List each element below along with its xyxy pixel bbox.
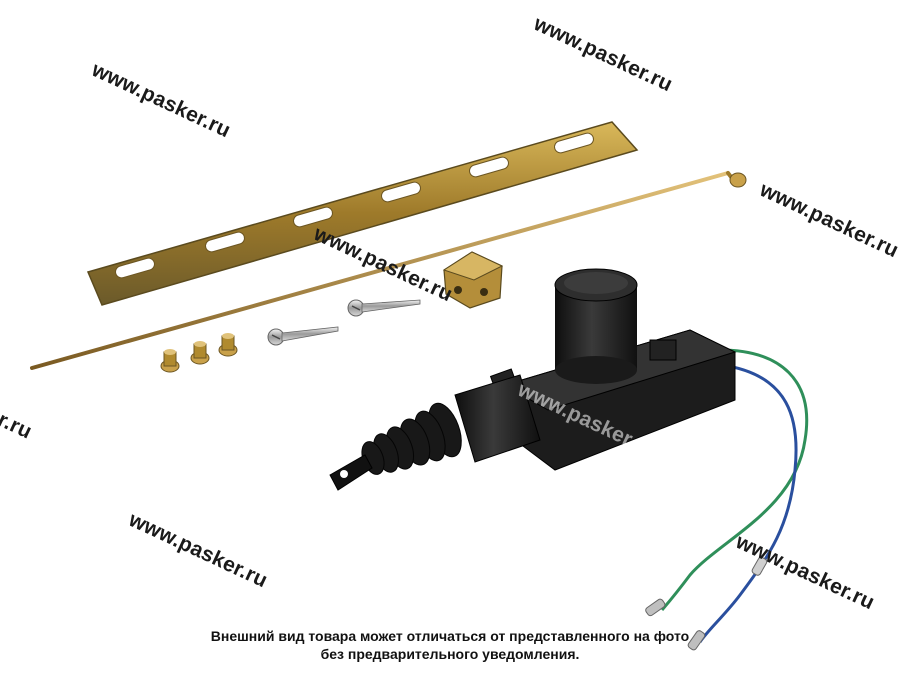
door-lock-actuator [329, 268, 737, 491]
rivet [218, 333, 238, 357]
disclaimer: Внешний вид товара может отличаться от п… [0, 627, 900, 663]
mounting-plate [86, 121, 639, 306]
rivet [190, 341, 210, 365]
screw [267, 326, 339, 346]
rivet [160, 349, 180, 373]
actuator-rod [30, 171, 747, 370]
rod-clamp [442, 251, 504, 309]
wire-green [645, 348, 809, 617]
disclaimer-line-1: Внешний вид товара может отличаться от п… [210, 628, 690, 644]
screw [347, 299, 421, 317]
wire-blue [687, 363, 798, 651]
disclaimer-line-2: без предварительного уведомления. [320, 646, 580, 662]
